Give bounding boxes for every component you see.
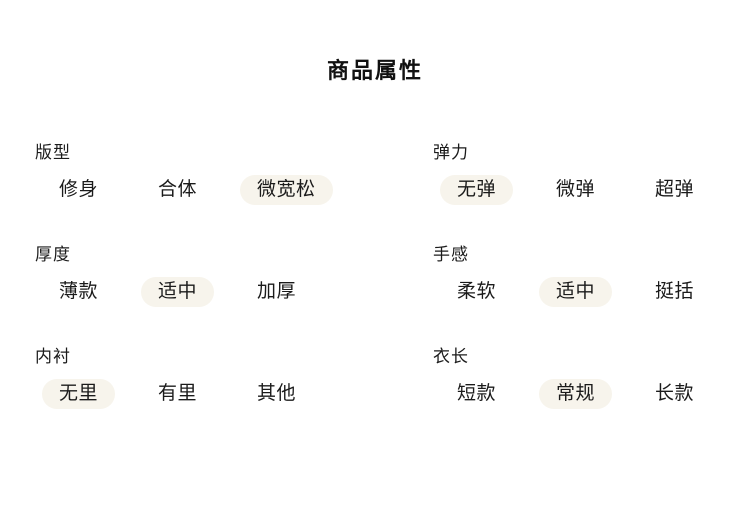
attribute-option-selected[interactable]: 常规 — [539, 379, 613, 409]
attribute-option[interactable]: 其他 — [240, 379, 313, 409]
attribute-option-selected[interactable]: 适中 — [539, 277, 613, 307]
attribute-option[interactable]: 修身 — [42, 175, 115, 205]
attribute-group: 衣长 短款 常规 长款 — [433, 347, 750, 409]
attribute-option-selected[interactable]: 无里 — [42, 379, 116, 409]
attribute-group: 内衬 无里 有里 其他 — [35, 347, 433, 409]
attribute-option[interactable]: 微弹 — [539, 175, 612, 205]
attribute-group: 版型 修身 合体 微宽松 — [35, 143, 433, 205]
attribute-option[interactable]: 柔软 — [440, 277, 513, 307]
attribute-option-selected[interactable]: 无弹 — [440, 175, 514, 205]
attribute-options-row: 无里 有里 其他 — [42, 379, 433, 409]
attribute-option-selected[interactable]: 适中 — [141, 277, 215, 307]
attribute-group: 弹力 无弹 微弹 超弹 — [433, 143, 750, 205]
attribute-group-label: 厚度 — [35, 245, 71, 264]
attribute-option[interactable]: 合体 — [141, 175, 214, 205]
attribute-option[interactable]: 加厚 — [240, 277, 313, 307]
attribute-option[interactable]: 短款 — [440, 379, 513, 409]
attribute-options-row: 薄款 适中 加厚 — [42, 277, 433, 307]
attribute-group-label: 衣长 — [433, 347, 469, 366]
attribute-option[interactable]: 薄款 — [42, 277, 115, 307]
attribute-group-label: 内衬 — [35, 347, 71, 366]
attribute-options-row: 修身 合体 微宽松 — [42, 175, 433, 205]
page-title: 商品属性 — [326, 58, 423, 83]
attribute-group-label: 版型 — [35, 143, 71, 162]
attribute-option[interactable]: 超弹 — [638, 175, 711, 205]
attribute-options-row: 柔软 适中 挺括 — [440, 277, 750, 307]
attribute-groups: 版型 修身 合体 微宽松 弹力 无弹 微弹 超弹 厚度 薄款 适中 加厚 手感 … — [0, 143, 750, 449]
attribute-group-label: 弹力 — [433, 143, 469, 162]
attribute-group: 厚度 薄款 适中 加厚 — [35, 245, 433, 307]
attribute-options-row: 短款 常规 长款 — [440, 379, 750, 409]
attribute-option[interactable]: 长款 — [638, 379, 711, 409]
attribute-option-selected[interactable]: 微宽松 — [240, 175, 333, 205]
attribute-option[interactable]: 挺括 — [638, 277, 711, 307]
attribute-group: 手感 柔软 适中 挺括 — [433, 245, 750, 307]
attribute-option[interactable]: 有里 — [141, 379, 214, 409]
attribute-group-label: 手感 — [433, 245, 469, 264]
attribute-options-row: 无弹 微弹 超弹 — [440, 175, 750, 205]
